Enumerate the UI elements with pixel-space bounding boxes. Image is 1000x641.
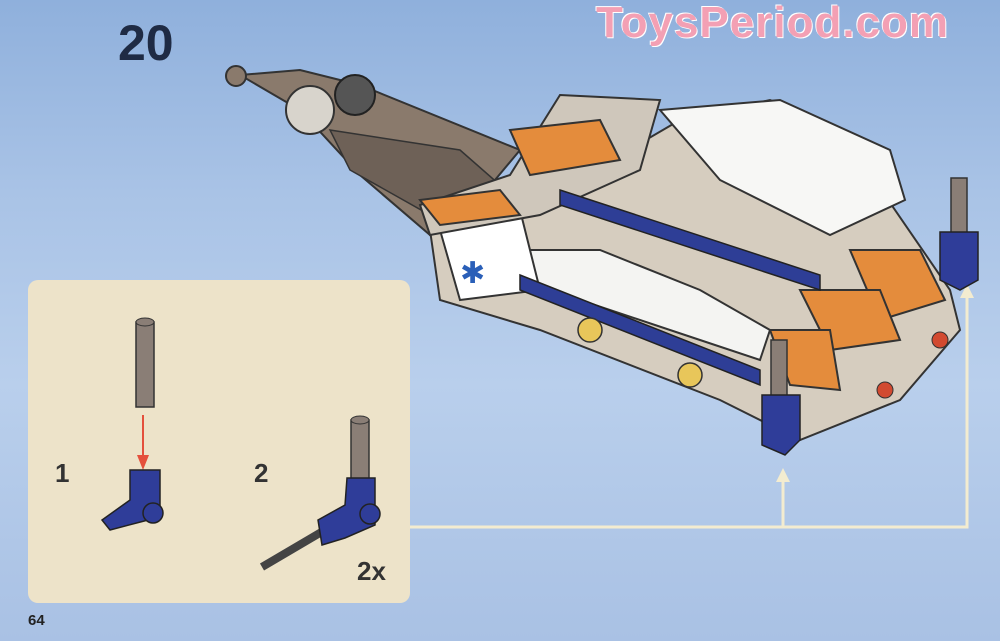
substep-panel <box>28 280 410 603</box>
svg-text:✱: ✱ <box>460 256 485 291</box>
part-quantity: 2x <box>357 556 386 586</box>
callout-arrow-left <box>776 468 790 482</box>
callout-arrow-right <box>960 284 974 298</box>
pin-connector-left <box>761 339 801 456</box>
watermark: ToysPeriod.com <box>596 0 950 47</box>
pin-connector-right <box>939 177 979 291</box>
trailer-body: ✱ <box>418 93 962 442</box>
page-number: 64 <box>28 612 45 629</box>
callout-lines <box>410 296 969 529</box>
step-number: 20 <box>118 15 174 71</box>
substep-2-number: 2 <box>254 458 269 488</box>
substep-1-number: 1 <box>55 458 70 488</box>
